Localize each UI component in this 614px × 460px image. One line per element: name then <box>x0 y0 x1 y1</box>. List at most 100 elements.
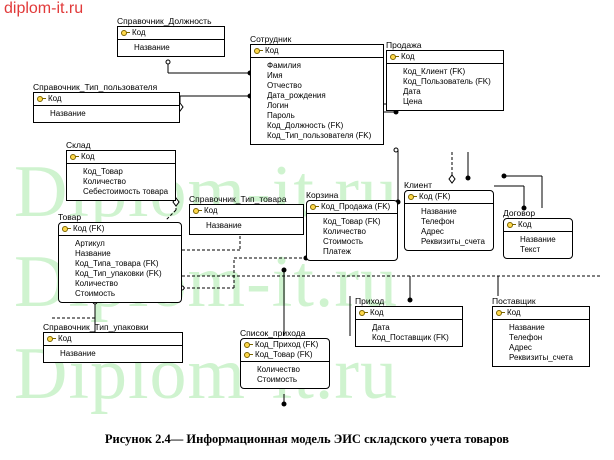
pk-row: Код <box>193 206 303 216</box>
entity-klient: Клиент Код (FK) Название Телефон Адрес Р… <box>404 180 494 251</box>
pk-section: Код <box>251 45 383 58</box>
pk-row: Код_Приход (FK) <box>244 340 329 350</box>
attrs-section: Название <box>44 346 182 362</box>
entity-title: Клиент <box>404 180 432 190</box>
attrs-section: Название <box>190 218 303 234</box>
attr-row: Платеж <box>323 247 351 256</box>
attrs-section: Код_Клиент (FK) Код_Пользователь (FK) Да… <box>387 64 503 110</box>
attr-row: Код_Пользователь (FK) <box>403 77 491 86</box>
entity-sprav-tip-upakovki: Справочник_Тип_упаковки Код Название <box>43 322 183 363</box>
pk-row: Код_Товар (FK) <box>244 350 329 360</box>
watermark-url-top: diplom-it.ru <box>4 0 84 17</box>
entity-title: Справочник_Тип_упаковки <box>43 322 149 332</box>
attr-row: Код_Типа_товара (FK) <box>75 259 159 268</box>
attr-row: Адрес <box>509 343 532 352</box>
attr-row: Цена <box>403 97 423 106</box>
attr-row: Имя <box>267 71 283 80</box>
entity-sprav-tip-polzovatelya: Справочник_Тип_пользователя Код Название <box>33 82 180 123</box>
pk-section: Код <box>504 219 572 232</box>
key-icon <box>70 153 79 161</box>
entity-title: Продажа <box>386 40 422 50</box>
pk-section: Код <box>387 51 503 64</box>
figure-caption: Рисунок 2.4— Информационная модель ЭИС с… <box>104 432 510 446</box>
attr-row: Код_Товар (FK) <box>323 217 381 226</box>
key-icon <box>507 221 516 229</box>
pk-section: Код (FK) <box>59 223 181 236</box>
entity-title: Корзина <box>306 190 339 200</box>
attrs-section: Код_Товар (FK) Количество Стоимость Плат… <box>307 214 397 260</box>
attr-row: Название <box>75 249 111 258</box>
entity-title: Товар <box>58 212 82 222</box>
attr-row: Название <box>520 235 556 244</box>
attr-row: Название <box>509 323 545 332</box>
key-icon <box>359 309 368 317</box>
attrs-section: Название Телефон Адрес Реквизиты_счета <box>493 320 589 366</box>
pk-section: Код <box>118 27 224 40</box>
entity-dogovor: Договор Код Название Текст <box>503 208 573 259</box>
key-icon <box>37 95 46 103</box>
attr-row: Стоимость <box>323 237 364 246</box>
entity-prodazha: Продажа Код Код_Клиент (FK) Код_Пользова… <box>386 40 504 111</box>
entity-title: Поставщик <box>492 296 536 306</box>
pk-row: Код_Продажа (FK) <box>310 202 397 212</box>
attrs-section: Артикул Название Код_Типа_товара (FK) Ко… <box>59 236 181 302</box>
pk-section: Код_Приход (FK) Код_Товар (FK) <box>241 339 329 362</box>
attr-row: Название <box>134 43 170 52</box>
attr-row: Количество <box>75 279 118 288</box>
attr-row: Количество <box>257 365 300 374</box>
attr-row: Артикул <box>75 239 105 248</box>
attr-row: Реквизиты_счета <box>509 353 573 362</box>
attr-row: Фамилия <box>267 61 301 70</box>
key-icon <box>254 47 263 55</box>
attr-row: Код_Клиент (FK) <box>403 67 466 76</box>
entity-title: Договор <box>503 208 536 218</box>
attr-row: Дата <box>372 323 390 332</box>
attr-row: Стоимость <box>257 375 298 384</box>
attr-row: Количество <box>83 177 126 186</box>
attr-row: Телефон <box>421 217 455 226</box>
pk-section: Код <box>34 93 179 106</box>
entity-sprav-dolzhnost: Справочник_Должность Код Название <box>117 16 225 57</box>
pk-section: Код <box>493 307 589 320</box>
attrs-section: Название <box>118 40 224 56</box>
entity-spisok-prihoda: Список_прихода Код_Приход (FK) Код_Товар… <box>240 328 330 389</box>
attr-row: Название <box>50 109 86 118</box>
pk-row: Код <box>507 220 572 230</box>
key-icon <box>193 207 202 215</box>
attr-row: Логин <box>267 101 289 110</box>
pk-section: Код <box>67 151 175 164</box>
entity-title: Сотрудник <box>250 34 292 44</box>
attr-row: Код_Поставщик (FK) <box>372 333 449 342</box>
pk-row: Код <box>496 308 589 318</box>
entity-title: Список_прихода <box>240 328 306 338</box>
attr-row: Пароль <box>267 111 295 120</box>
key-icon <box>47 335 56 343</box>
entity-sotrudnik: Сотрудник Код Фамилия Имя Отчество Дата_… <box>250 34 384 145</box>
attrs-section: Название Телефон Адрес Реквизиты_счета <box>405 204 493 250</box>
entity-postavshik: Поставщик Код Название Телефон Адрес Рек… <box>492 296 590 367</box>
pk-row: Код (FK) <box>408 192 493 202</box>
pk-row: Код <box>47 334 182 344</box>
key-icon <box>390 53 399 61</box>
attr-row: Адрес <box>421 227 444 236</box>
attr-row: Телефон <box>509 333 543 342</box>
attr-row: Код_Тип_пользователя (FK) <box>267 131 372 140</box>
key-icon <box>310 203 319 211</box>
attrs-section: Количество Стоимость <box>241 362 329 388</box>
attr-row: Дата_рождения <box>267 91 326 100</box>
entity-sprav-tip-tovara: Справочник_Тип_товара Код Название <box>189 194 304 235</box>
entity-prihod: Приход Код Дата Код_Поставщик (FK) <box>355 296 463 347</box>
pk-row: Код <box>70 152 175 162</box>
entity-sklad: Склад Код Код_Товар Количество Себестоим… <box>66 140 176 201</box>
attr-row: Отчество <box>267 81 302 90</box>
entity-tovar: Товар Код (FK) Артикул Название Код_Типа… <box>58 212 182 303</box>
key-icon <box>244 341 253 349</box>
pk-section: Код_Продажа (FK) <box>307 201 397 214</box>
attr-row: Название <box>206 221 242 230</box>
pk-section: Код <box>356 307 462 320</box>
entity-title: Приход <box>355 296 385 306</box>
entity-title: Справочник_Должность <box>117 16 212 26</box>
attr-row: Название <box>421 207 457 216</box>
key-icon <box>244 351 253 359</box>
entity-korzina: Корзина Код_Продажа (FK) Код_Товар (FK) … <box>306 190 398 261</box>
